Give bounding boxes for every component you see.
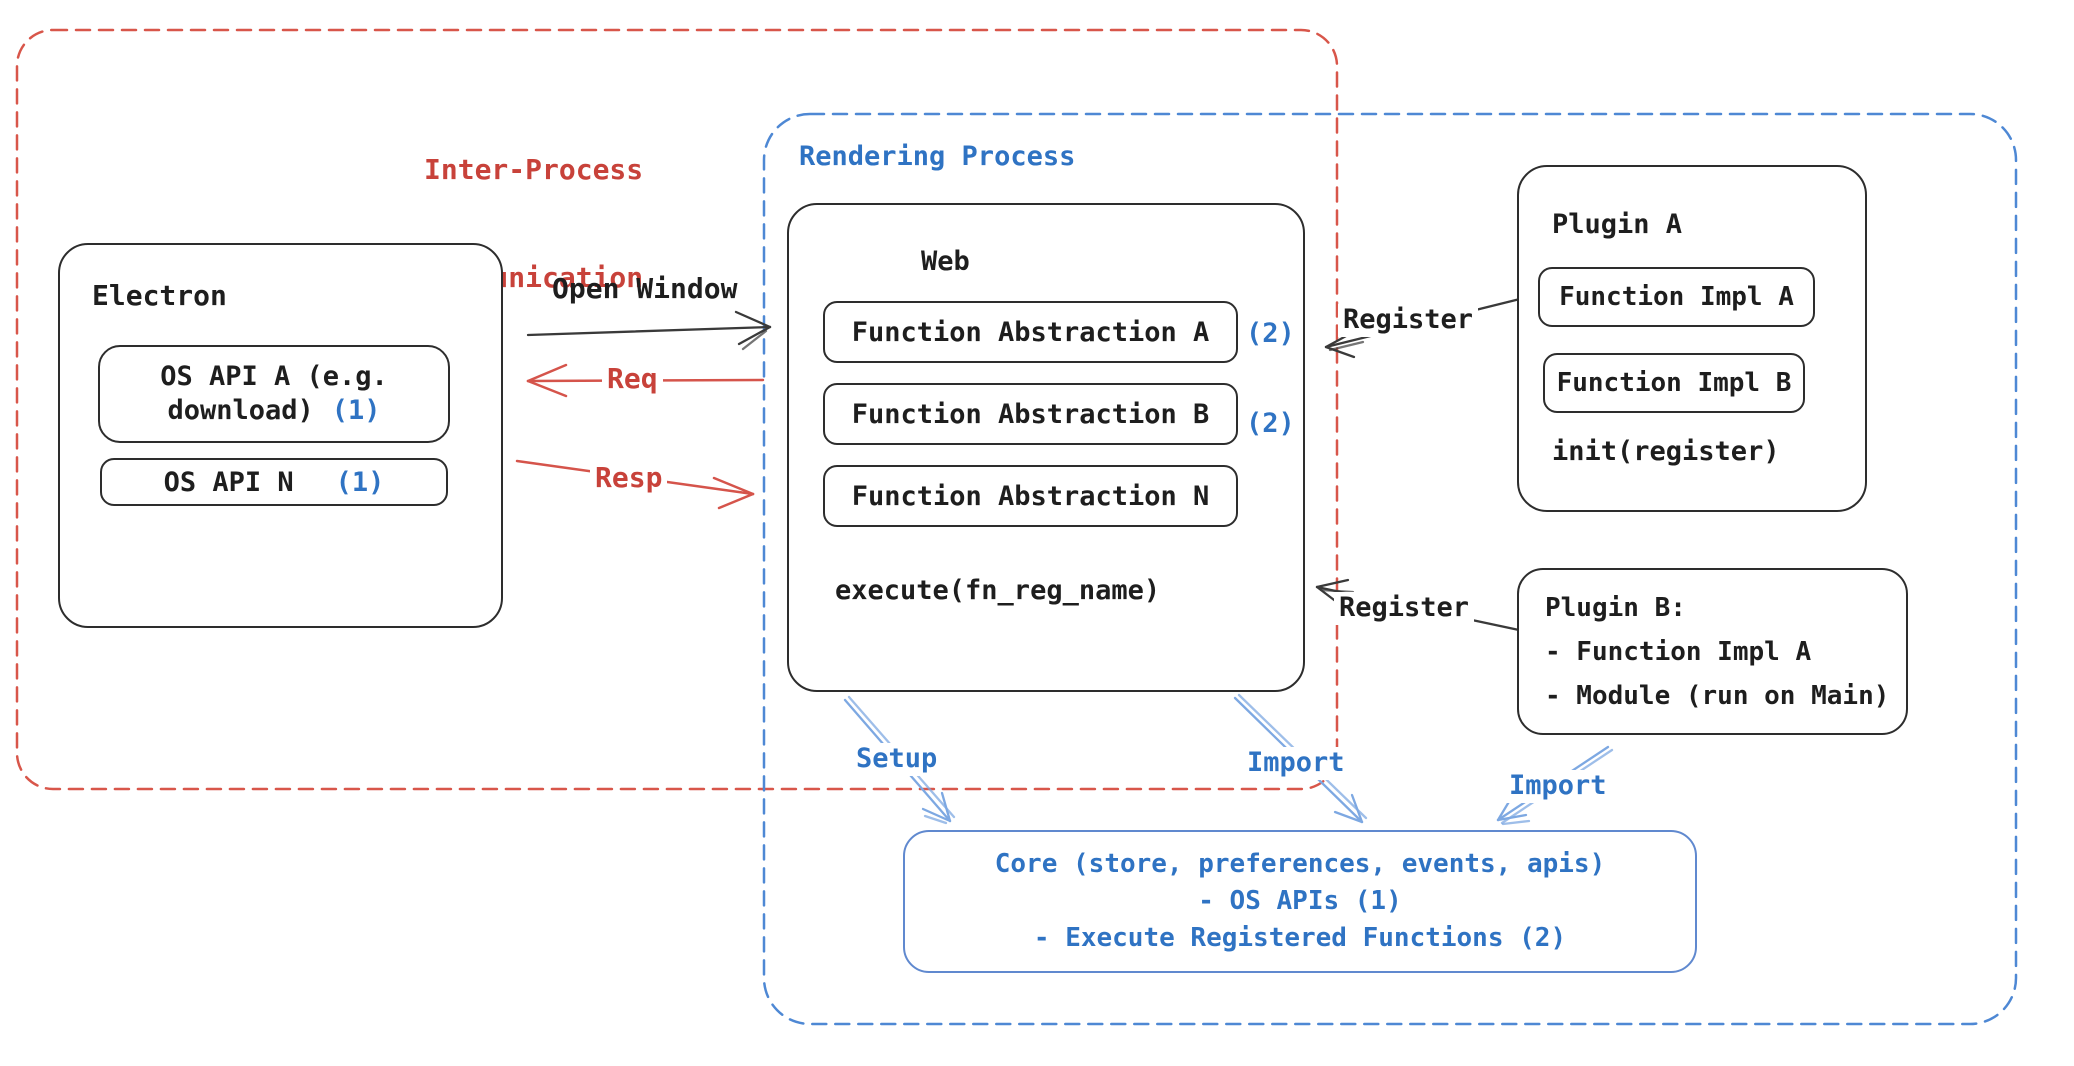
open-window-label: Open Window (552, 272, 738, 305)
plugin-b-title: Plugin B: (1545, 592, 1686, 623)
function-abstraction-b-box: Function Abstraction B (823, 383, 1238, 445)
os-api-a-box: OS API A (e.g. download) (1) (98, 345, 450, 443)
function-abstraction-n-box: Function Abstraction N (823, 465, 1238, 527)
register-top-label: Register (1338, 304, 1479, 337)
function-impl-a-label: Function Impl A (1559, 282, 1794, 312)
core-box: Core (store, preferences, events, apis) … (903, 830, 1697, 973)
plugin-b-item-impl-a: - Function Impl A (1545, 636, 1812, 667)
web-box (787, 203, 1305, 692)
ipc-title-line1: Inter-Process (424, 153, 644, 186)
os-api-a-content: OS API A (e.g. download) (1) (100, 347, 448, 441)
function-abstraction-a-label: Function Abstraction A (851, 316, 1210, 348)
req-label: Req (602, 362, 663, 397)
function-abstraction-b-label: Function Abstraction B (851, 398, 1210, 430)
resp-label: Resp (590, 461, 668, 496)
execute-label: execute(fn_reg_name) (835, 575, 1161, 606)
rendering-region-border (762, 112, 2018, 1026)
function-impl-a-box: Function Impl A (1538, 267, 1815, 327)
function-impl-b-label: Function Impl B (1556, 368, 1792, 398)
function-abstraction-n-label: Function Abstraction N (851, 480, 1210, 512)
plugin-a-title: Plugin A (1552, 209, 1683, 240)
function-abstraction-a-badge: (2) (1246, 318, 1295, 349)
plugin-b-box: Plugin B: - Function Impl A - Module (ru… (1517, 568, 1908, 735)
core-line2: - OS APIs (1) (1198, 886, 1402, 916)
function-impl-b-box: Function Impl B (1543, 353, 1805, 413)
open-window-arrow (526, 310, 772, 351)
os-api-n-box: OS API N (1) (100, 458, 448, 506)
core-line3: - Execute Registered Functions (2) (1033, 923, 1567, 953)
core-line1: Core (store, preferences, events, apis) (994, 849, 1606, 879)
os-api-a-line1: OS API A (e.g. (160, 361, 388, 392)
function-abstraction-b-badge: (2) (1246, 408, 1295, 439)
setup-label: Setup (851, 743, 943, 776)
import-web-label: Import (1242, 747, 1350, 780)
plugin-a-box (1517, 165, 1867, 512)
electron-title: Electron (92, 279, 227, 312)
os-api-a-line2: download) (1) (167, 394, 380, 428)
ipc-region-border (15, 28, 1339, 791)
plugin-b-content: Plugin B: - Function Impl A - Module (ru… (1519, 570, 1906, 733)
rendering-region-title: Rendering Process (799, 141, 1076, 172)
function-abstraction-a-box: Function Abstraction A (823, 301, 1238, 363)
core-content: Core (store, preferences, events, apis) … (905, 832, 1695, 971)
os-api-n-badge: (1) (335, 466, 385, 498)
os-api-a-badge: (1) (331, 395, 381, 426)
init-register-label: init(register) (1552, 436, 1780, 467)
register-bottom-label: Register (1334, 592, 1475, 625)
os-api-n-label: OS API N (163, 466, 294, 498)
os-api-a-line2-text: download) (167, 395, 314, 426)
plugin-b-item-module: - Module (run on Main) (1545, 680, 1890, 711)
import-plugin-label: Import (1504, 770, 1612, 803)
web-title: Web (921, 246, 970, 277)
